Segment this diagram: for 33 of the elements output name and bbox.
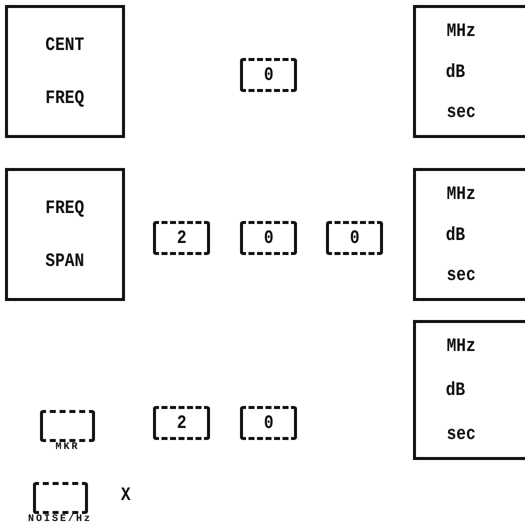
unit-key	[413, 320, 525, 460]
unit-label: MHz	[446, 20, 476, 42]
unit-label: sec	[446, 101, 476, 123]
unit-key	[413, 168, 525, 301]
unit-label: sec	[446, 423, 476, 445]
digit-key	[240, 406, 297, 440]
softkey-label: NOISE/Hz	[28, 514, 92, 525]
softkey-label: MKR	[55, 442, 80, 453]
unit-label: dB	[446, 60, 466, 82]
key-label: 0	[264, 64, 274, 86]
key-label: 2	[176, 412, 186, 434]
unit-label: sec	[446, 264, 476, 286]
digit-key	[153, 221, 210, 255]
unit-key	[413, 5, 525, 138]
digit-key	[240, 58, 297, 92]
unit-label: MHz	[446, 335, 476, 357]
unit-label: MHz	[446, 183, 476, 205]
key-label: 2	[176, 227, 186, 249]
key-note: X	[120, 484, 131, 506]
unit-label: dB	[446, 379, 466, 401]
digit-key	[153, 406, 210, 440]
key-label: FREQ	[46, 87, 84, 110]
unit-label: dB	[446, 224, 466, 246]
key-label: FREQ	[46, 196, 84, 219]
key-label: 0	[264, 412, 274, 434]
digit-key	[326, 221, 383, 255]
key-label: 0	[264, 227, 274, 249]
key-label: SPAN	[46, 250, 84, 272]
key-label: CENT	[46, 34, 84, 56]
digit-key	[240, 221, 297, 255]
function-key	[5, 168, 125, 301]
function-key	[5, 5, 125, 138]
key-label: 0	[350, 227, 360, 249]
